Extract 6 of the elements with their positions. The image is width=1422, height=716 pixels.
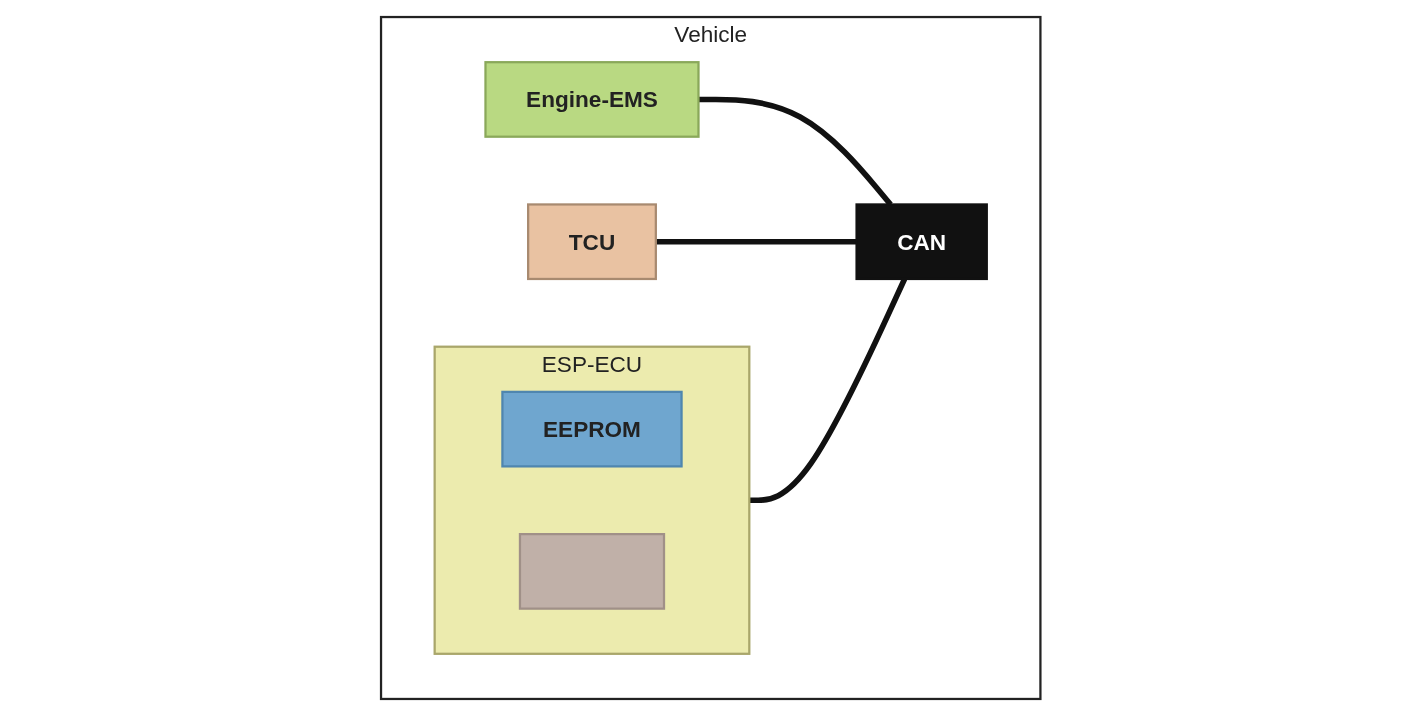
node-box (519, 533, 666, 610)
node-box: CAN (855, 203, 989, 281)
node-box: Engine-EMS (484, 61, 700, 138)
node-box: TCU (527, 203, 658, 281)
node-box: EEPROM (501, 390, 683, 468)
connector (656, 238, 857, 245)
